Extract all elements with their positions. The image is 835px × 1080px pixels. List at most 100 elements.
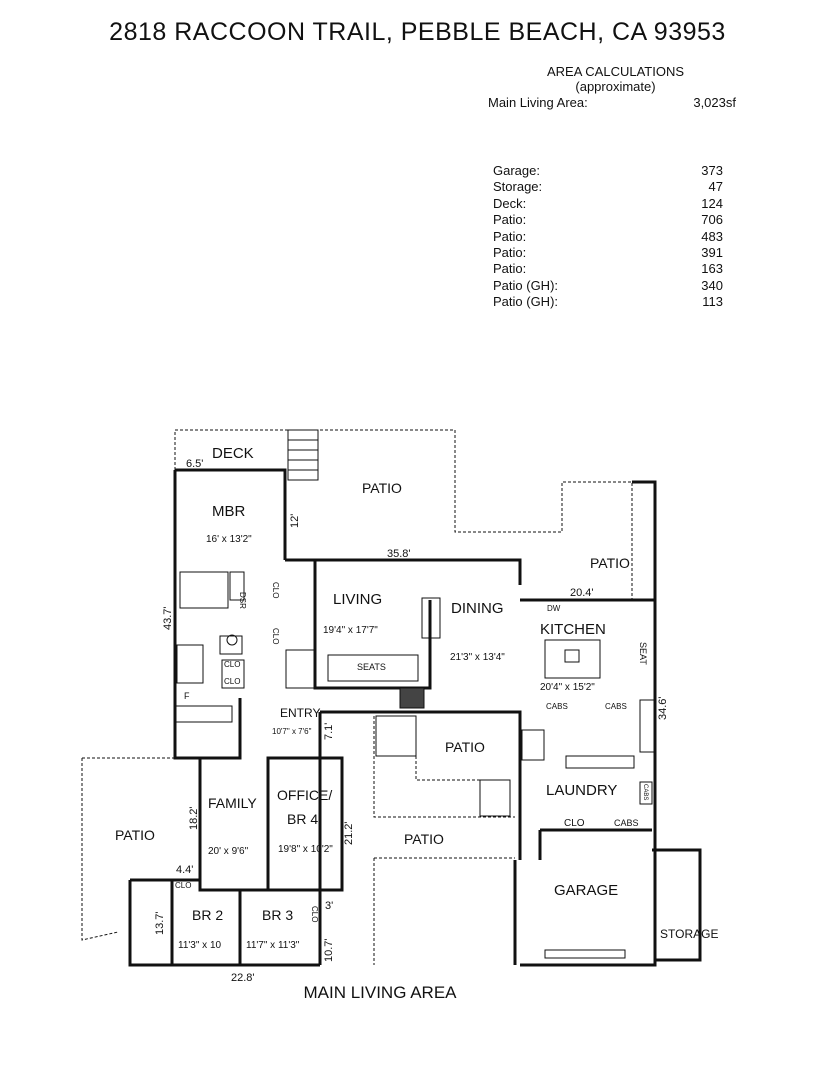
mbr-label: MBR [212,503,246,520]
mbr-dim: 16' x 13'2" [206,534,252,545]
dim-label: 34.6' [657,696,669,720]
area-row: Patio: 483 [493,229,723,245]
patio-label: PATIO [590,555,630,571]
br3-dim: 11'7" x 11'3" [246,940,300,951]
main-area-value: 3,023sf [693,95,736,110]
dim-label: 7.1' [323,723,335,740]
area-row: Garage: 373 [493,163,723,179]
fixtures [173,429,655,959]
area-label: Patio: [493,261,527,277]
f-label: F [184,691,190,701]
garage-label: GARAGE [554,882,618,899]
cabs-label: CABS [642,784,648,800]
area-row: Patio (GH): 340 [493,278,723,294]
small-labels: CLO CLO CLO CLO CABS CABS CABS DW F DSR … [175,582,648,922]
area-row: Patio: 163 [493,261,723,277]
entry-label: ENTRY [280,706,320,720]
patio-label: PATIO [404,831,444,847]
clo-label: CLO [175,881,191,890]
dim-label: 21.2' [343,821,355,845]
area-calculations: AREA CALCULATIONS (approximate) Main Liv… [488,64,738,309]
dim-label: 22.8' [231,972,255,984]
br3-label: BR 3 [262,907,293,923]
area-row: Storage: 47 [493,179,723,195]
family-label: FAMILY [208,795,257,811]
area-value: 47 [708,179,723,195]
dining-dim: 21'3" x 13'4" [450,652,505,663]
dim-label: 13.7' [154,911,166,935]
dim-label: 35.8' [387,548,411,560]
area-value: 124 [701,195,723,211]
area-heading: AREA CALCULATIONS [546,64,685,79]
seat-label: SEAT [638,642,648,665]
dim-label: 6.5' [186,458,203,470]
clo-label: CLO [224,660,240,669]
cabs-label: CABS [546,702,568,711]
dim-label: 12' [289,514,301,528]
living-dim: 19'4" x 17'7" [323,625,378,636]
clo-label: CLO [564,818,585,829]
kitchen-label: KITCHEN [540,621,606,638]
area-value: 163 [701,261,723,277]
seats-label: SEATS [357,662,386,672]
dimension-labels: 6.5' 12' 35.8' 20.4' 43.7' 34.6' 7.1' 18… [154,458,669,984]
cabs-label: CABS [614,818,639,828]
dim-label: 3' [325,900,333,912]
area-label: Patio: [493,228,527,244]
area-label: Patio: [493,244,527,260]
dim-label: 43.7' [162,606,174,630]
patio-label: PATIO [445,739,485,755]
area-label: Patio (GH): [493,294,559,310]
area-row: Patio: 391 [493,245,723,261]
dining-label: DINING [451,600,504,617]
cabs-label: CABS [605,702,627,711]
clo-label: CLO [271,582,280,598]
area-row: Deck: 124 [493,196,723,212]
storage-label: STORAGE [660,927,718,941]
clo-label: CLO [310,906,319,922]
plan-caption: MAIN LIVING AREA [303,983,457,1002]
dsr-label: DSR [238,592,247,609]
area-row: Patio (GH): 113 [493,294,723,310]
area-label: Garage: [493,163,540,178]
dim-label: 18.2' [188,806,200,830]
room-labels: DECK MBR 16' x 13'2" PATIO PATIO LIVING … [115,445,718,951]
office-label: OFFICE/ [277,787,332,803]
dashed-outlines [81,429,633,965]
area-subheading: (approximate) [575,79,656,94]
office-label-2: BR 4 [287,811,318,827]
family-dim: 20' x 9'6" [208,846,249,857]
area-label: Storage: [493,179,543,195]
laundry-label: LAUNDRY [546,782,617,799]
area-value: 391 [701,244,723,260]
area-row: Patio: 706 [493,212,723,228]
page-title: 2818 RACCOON TRAIL, PEBBLE BEACH, CA 939… [109,18,726,46]
area-label: Patio (GH): [493,277,559,293]
kitchen-dim: 20'4" x 15'2" [540,682,595,693]
area-label: Deck: [493,195,527,211]
main-area-label: Main Living Area: [488,95,588,110]
main-area-row: Main Living Area: 3,023sf [488,95,736,110]
dim-label: 20.4' [570,587,594,599]
area-value: 373 [701,163,723,178]
office-dim: 19'8" x 10'2" [278,844,333,855]
area-value: 483 [701,228,723,244]
dw-label: DW [547,604,561,613]
br2-dim: 11'3" x 10 [178,940,222,951]
living-label: LIVING [333,591,382,608]
area-value: 113 [702,294,723,310]
area-value: 340 [701,277,723,293]
deck-label: DECK [212,445,254,462]
clo-label: CLO [224,677,240,686]
area-list: Garage: 373 Storage: 47 Deck: 124 Patio: 706… [493,163,723,311]
dim-label: 4.4' [176,864,193,876]
entry-dim: 10'7" x 7'6" [272,727,312,736]
dim-label: 10.7' [323,938,335,962]
br2-label: BR 2 [192,907,223,923]
patio-label: PATIO [362,480,402,496]
walls [128,468,702,967]
area-value: 706 [701,212,723,228]
area-label: Patio: [493,212,527,228]
clo-label: CLO [271,628,280,644]
